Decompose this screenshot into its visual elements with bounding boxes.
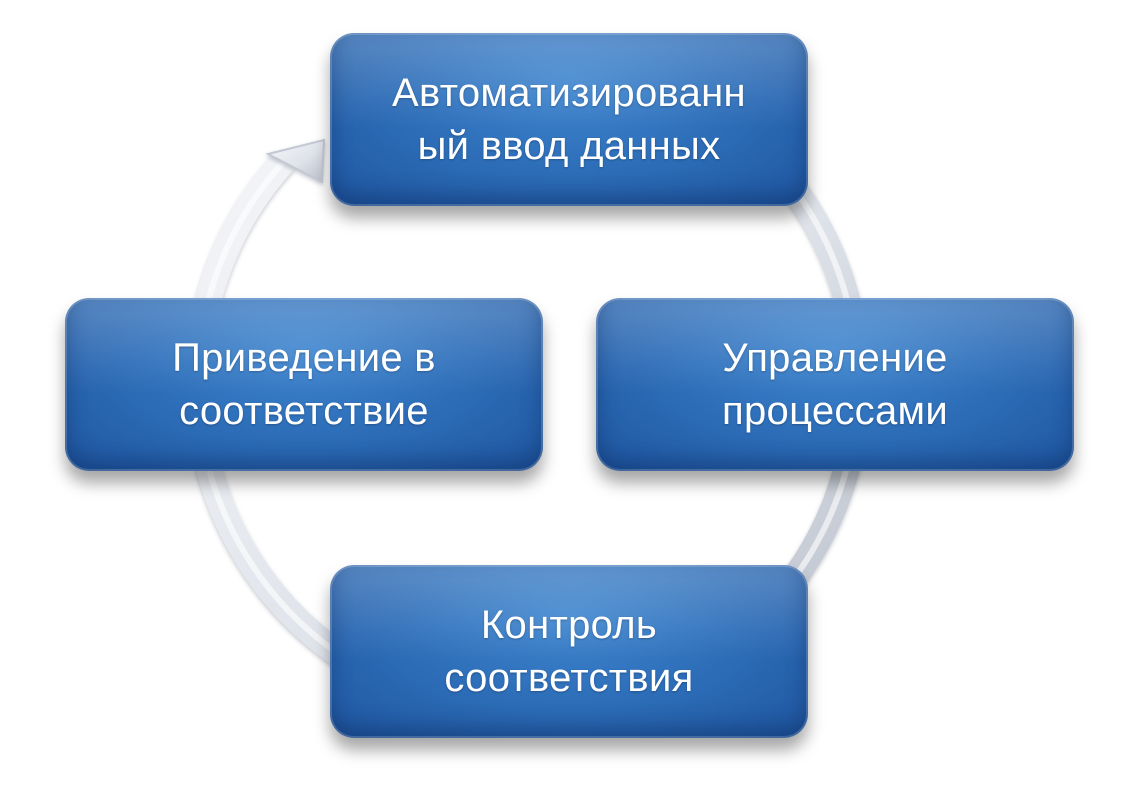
step-label: Управление процессами — [722, 335, 948, 433]
step-bringing-into-compliance: Приведение в соответствие — [65, 298, 543, 471]
cycle-arrow-icon — [265, 138, 326, 184]
step-label: Автоматизированн ый ввод данных — [392, 70, 746, 168]
step-label: Приведение в соответствие — [172, 335, 436, 433]
step-process-management: Управление процессами — [596, 298, 1074, 471]
step-label: Контроль соответствия — [444, 602, 694, 700]
step-automated-data-entry: Автоматизированн ый ввод данных — [330, 33, 808, 206]
step-compliance-control: Контроль соответствия — [330, 565, 808, 738]
